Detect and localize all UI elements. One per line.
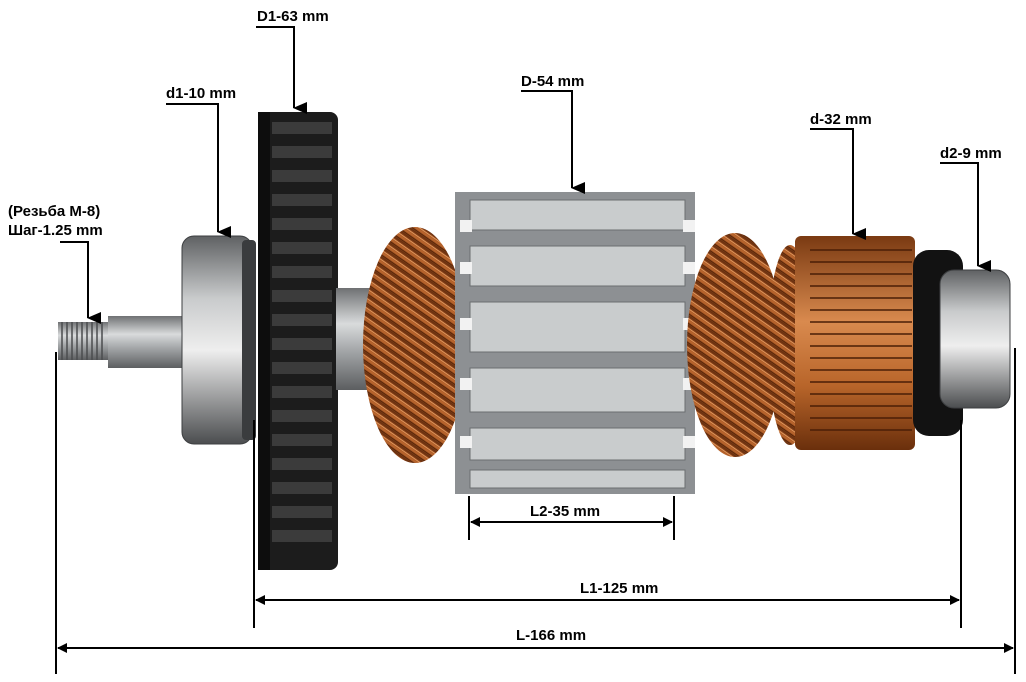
core-diameter-leader — [521, 90, 585, 194]
d2-shaft-leader — [940, 162, 991, 272]
d2-shaft-label: d2-9 mm — [940, 145, 1002, 162]
commutator-diameter-label: d-32 mm — [810, 111, 872, 128]
d1-outer-leader — [256, 26, 307, 114]
right-bearing — [939, 269, 1011, 409]
cooling-fan — [258, 112, 338, 570]
threaded-shaft-end — [58, 316, 188, 368]
armature — [58, 112, 1011, 570]
commutator — [795, 236, 915, 450]
right-winding — [687, 233, 783, 457]
commutator-diameter-leader — [810, 128, 866, 240]
d1-outer-label: D1-63 mm — [257, 8, 329, 25]
left-winding — [363, 227, 467, 463]
dimension-annotations — [55, 26, 1016, 674]
core-diameter-label: D-54 mm — [521, 73, 584, 90]
d1-shaft-label: d1-10 mm — [166, 85, 236, 102]
left-bearing — [181, 235, 256, 445]
total-length-label: L-166 mm — [516, 627, 586, 644]
laminated-core — [455, 192, 695, 494]
thread-label-line2: Шаг-1.25 mm — [8, 222, 103, 239]
dimension-labels: D1-63 mm d1-10 mm D-54 mm d-32 mm d2-9 m… — [8, 8, 1002, 644]
thread-leader — [60, 241, 101, 324]
l1-label: L1-125 mm — [580, 580, 658, 597]
core-length-label: L2-35 mm — [530, 503, 600, 520]
d1-shaft-leader — [166, 103, 231, 238]
thread-label-line1: (Резьба М-8) — [8, 203, 100, 220]
